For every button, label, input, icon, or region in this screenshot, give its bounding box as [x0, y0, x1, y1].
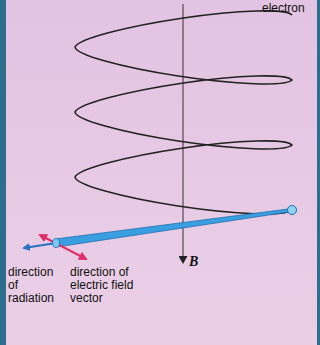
field-label: B [189, 255, 209, 268]
field-vector-arrow [40, 235, 86, 259]
radiation-label: direction of radiation [8, 266, 64, 305]
electron-label: electron [262, 2, 318, 15]
helix-path [75, 11, 292, 214]
panel-ground [6, 0, 317, 345]
beam-end [53, 239, 60, 248]
field-vector-label: direction of electric field vector [70, 266, 136, 305]
radiation-beam [56, 209, 293, 248]
electron-dot [288, 206, 297, 215]
radiation-arrow [24, 243, 56, 248]
